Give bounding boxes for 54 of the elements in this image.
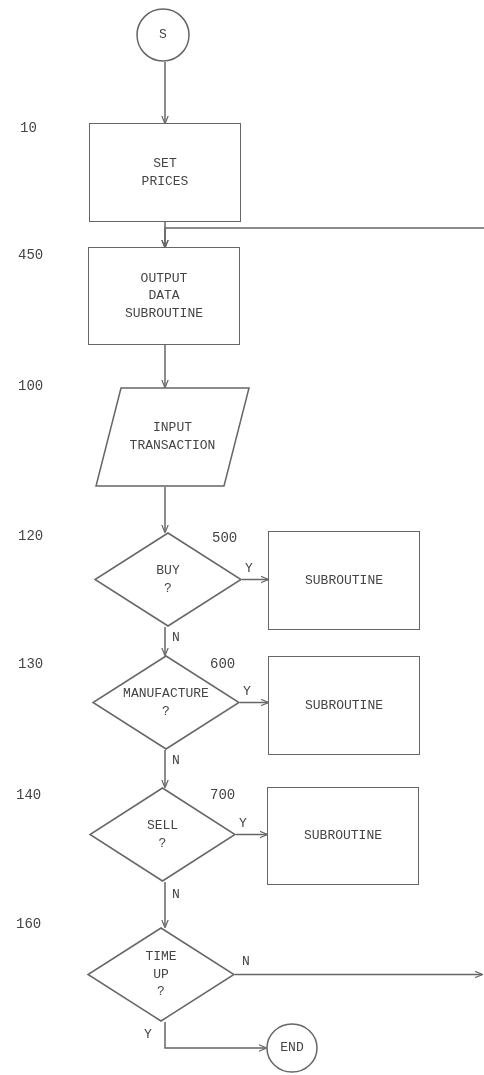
- decision-diamond: [92, 655, 240, 750]
- terminal-circle: [136, 8, 190, 62]
- step-number: 130: [18, 656, 44, 672]
- process-box: [88, 247, 240, 345]
- arrow: [161, 626, 169, 657]
- step-number: 140: [16, 787, 42, 803]
- terminal-circle: [266, 1023, 318, 1073]
- edge-label: Y: [242, 684, 252, 698]
- node-text: SUBROUTINE: [304, 827, 382, 845]
- node-text: BUY ?: [156, 561, 180, 598]
- arrow: [161, 486, 169, 534]
- input-parallelogram: [95, 387, 250, 487]
- arrow: [161, 881, 169, 929]
- arrow: [241, 575, 270, 584]
- node-text: OUTPUT DATA SUBROUTINE: [125, 269, 203, 323]
- edge-label: N: [171, 888, 181, 901]
- arrow: [234, 970, 484, 979]
- node-text: SUBROUTINE: [305, 696, 383, 715]
- decision-diamond: [89, 787, 236, 882]
- edge-label: N: [171, 754, 181, 767]
- edge-label: N: [241, 954, 251, 968]
- step-number: 700: [210, 787, 236, 803]
- arrow: [161, 227, 484, 249]
- process-box: [268, 656, 420, 755]
- edge-label: N: [171, 631, 181, 644]
- node-text: INPUT TRANSACTION: [129, 419, 216, 455]
- arrow: [235, 830, 269, 839]
- step-number: 600: [210, 656, 236, 672]
- arrow: [164, 1021, 268, 1052]
- step-number: 10: [20, 120, 37, 136]
- step-number: 120: [18, 528, 44, 544]
- node-text: SUBROUTINE: [305, 571, 383, 590]
- node-text: SELL ?: [146, 816, 179, 853]
- step-number: 450: [18, 247, 44, 263]
- edge-label: Y: [238, 816, 248, 830]
- node-text: TIME UP ?: [145, 948, 177, 1001]
- arrow: [161, 344, 169, 389]
- decision-diamond: [94, 532, 242, 627]
- node-text: S: [159, 26, 167, 44]
- step-number: 160: [16, 916, 42, 932]
- arrow: [161, 749, 169, 789]
- decision-diamond: [87, 927, 235, 1022]
- node-text: SET PRICES: [141, 154, 189, 191]
- arrow: [239, 698, 270, 707]
- edge-label: Y: [143, 1028, 153, 1041]
- process-box: [268, 531, 420, 630]
- step-number: 100: [18, 378, 44, 394]
- step-number: 500: [212, 530, 238, 546]
- arrow: [161, 61, 169, 125]
- process-box: [89, 123, 241, 222]
- node-text: MANUFACTURE ?: [123, 684, 209, 721]
- process-box: [267, 787, 419, 885]
- node-text: END: [280, 1039, 304, 1057]
- edge-label: Y: [244, 561, 254, 575]
